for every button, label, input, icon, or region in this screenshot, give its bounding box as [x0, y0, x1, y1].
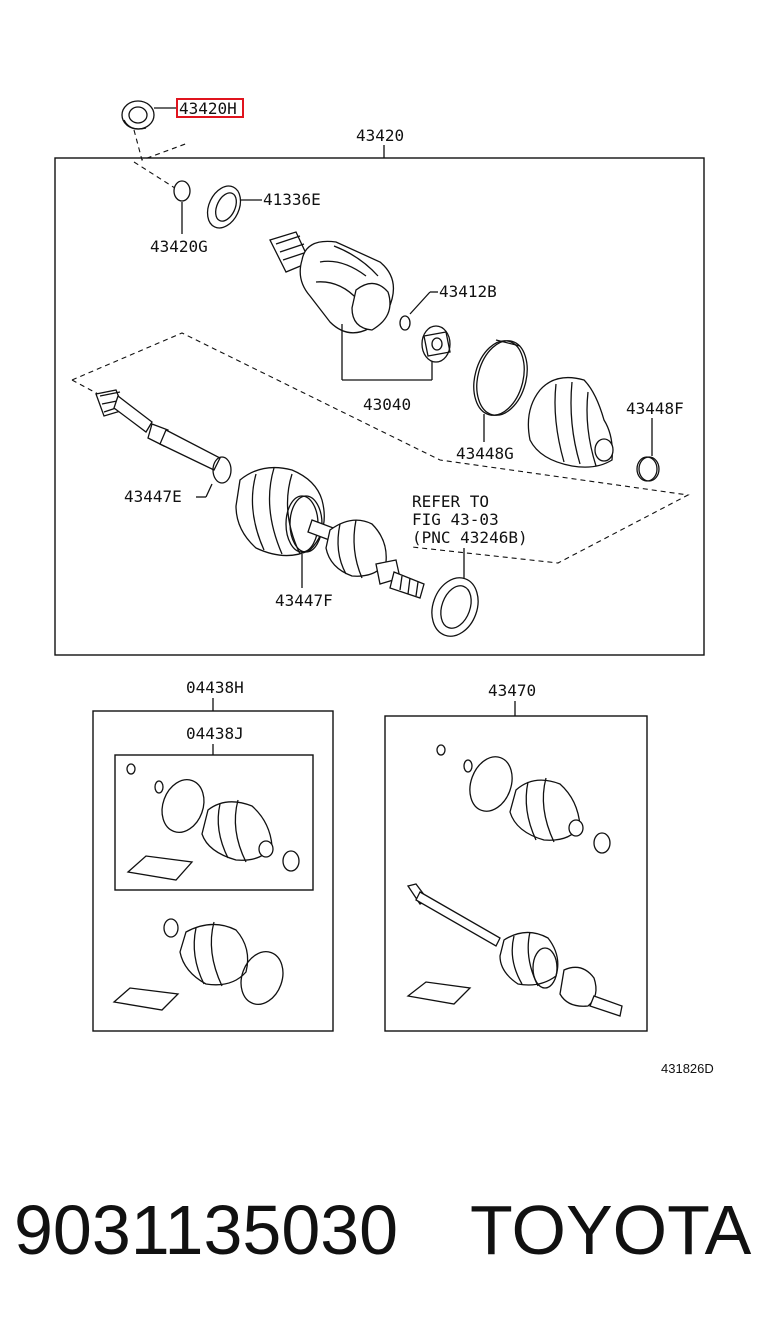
callout-41336E: 41336E — [263, 190, 321, 209]
footer: 9031135030 TOYOTA — [0, 1190, 760, 1280]
assembly-box-43420 — [54, 157, 705, 656]
callout-43470: 43470 — [488, 681, 536, 700]
callout-43420G: 43420G — [150, 237, 208, 256]
boot-outer — [527, 376, 614, 468]
callout-43447F: 43447F — [275, 591, 333, 610]
callout-04438J: 04438J — [186, 724, 244, 743]
cv-outer-assembly — [307, 519, 425, 599]
snap-ring-43412B — [399, 315, 411, 331]
callout-43412B: 43412B — [439, 282, 497, 301]
callout-43448G: 43448G — [456, 444, 514, 463]
part-number: 9031135030 — [14, 1191, 399, 1269]
kit-box-43470 — [384, 715, 648, 1032]
figure-id: 431826D — [661, 1061, 714, 1076]
callout-43420H: 43420H — [179, 99, 237, 118]
kit-j-parts — [126, 763, 300, 881]
tripod-joint — [421, 325, 451, 363]
refer-note-line3: (PNC 43246B) — [412, 528, 528, 547]
kit-box-04438H — [92, 710, 334, 1032]
refer-note-line2: FIG 43-03 — [412, 510, 499, 529]
callout-43447E: 43447E — [124, 487, 182, 506]
outer-joint-43040 — [269, 231, 395, 334]
callout-43040: 43040 — [363, 395, 411, 414]
small-clamp-43448F — [636, 456, 660, 482]
kit-box-04438J — [114, 754, 314, 891]
boot-inner — [235, 466, 325, 557]
oil-seal-43420H — [121, 100, 155, 130]
drive-shaft — [95, 389, 221, 471]
small-ring-43420G — [173, 180, 191, 202]
kit-h-parts — [112, 918, 284, 1011]
kit-43470-parts — [406, 744, 623, 1017]
seal-41336E — [206, 185, 242, 229]
refer-note-line1: REFER TO — [412, 492, 489, 511]
dust-seal — [431, 577, 479, 637]
clamp-43447E — [212, 456, 232, 484]
callout-43420: 43420 — [356, 126, 404, 145]
clamp-band-43448G — [473, 339, 528, 416]
callout-43448F: 43448F — [626, 399, 684, 418]
brand-name: TOYOTA — [470, 1191, 752, 1269]
callout-04438H: 04438H — [186, 678, 244, 697]
highlight-box — [176, 98, 244, 118]
